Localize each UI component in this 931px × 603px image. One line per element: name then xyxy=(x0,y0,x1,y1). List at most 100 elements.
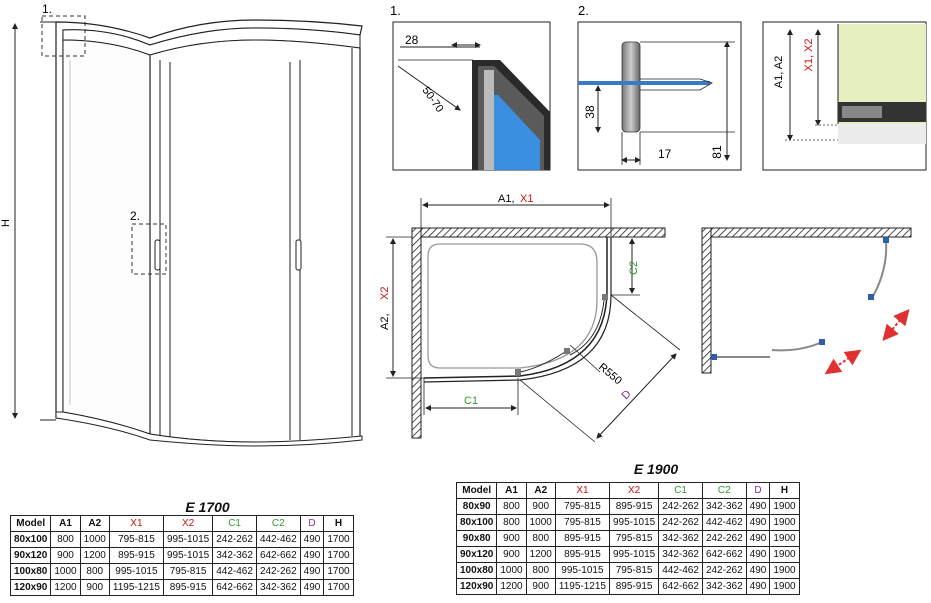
table-cell: 642-662 xyxy=(212,579,257,596)
table-cell: 900 xyxy=(525,498,556,515)
slide-arrow-left xyxy=(824,349,862,375)
table-cell: 342-362 xyxy=(658,530,703,547)
table-cell: 900 xyxy=(525,578,556,595)
dim-28: 28 xyxy=(405,33,419,47)
table-e1700-title: E 1700 xyxy=(185,499,230,515)
a1a2-label: A1, A2 xyxy=(773,56,785,88)
table-cell: 1195-1215 xyxy=(108,579,164,596)
model-cell: 100x80 xyxy=(9,563,52,580)
front-view: H 1. 2. xyxy=(0,2,363,447)
door-handle-left xyxy=(154,239,161,271)
table-cell: 900 xyxy=(50,547,81,564)
d-label: D xyxy=(620,388,634,402)
table-cell: 1000 xyxy=(79,531,110,548)
table-header-cell: A2 xyxy=(525,482,556,499)
detail-1: 1. 28 50-70 xyxy=(390,3,551,171)
table-cell: 795-815 xyxy=(554,498,610,515)
table-cell: 1200 xyxy=(50,579,81,596)
table-cell: 242-262 xyxy=(255,563,301,580)
table-header-cell: D xyxy=(299,515,325,532)
c2-label: C2 xyxy=(628,261,640,275)
table-cell: 490 xyxy=(299,547,325,564)
x2-label: X2 xyxy=(379,287,391,300)
table-cell: 442-462 xyxy=(701,514,747,531)
table-cell: 995-1015 xyxy=(162,531,214,548)
table-cell: 895-915 xyxy=(554,530,610,547)
table-cell: 242-262 xyxy=(701,562,747,579)
x1-label: X1 xyxy=(520,193,533,205)
table-header-cell: C1 xyxy=(212,515,257,532)
table-cell: 795-815 xyxy=(554,514,610,531)
table-cell: 1200 xyxy=(525,546,556,563)
table-cell: 1200 xyxy=(79,547,110,564)
table-cell: 995-1015 xyxy=(162,547,214,564)
glass-panel xyxy=(578,81,710,85)
model-cell: 120x90 xyxy=(455,578,498,595)
table-cell: 442-462 xyxy=(658,562,703,579)
model-cell: 120x90 xyxy=(9,579,52,596)
table-cell: 895-915 xyxy=(162,579,214,596)
table-cell: 995-1015 xyxy=(608,514,660,531)
table-cell: 490 xyxy=(745,498,771,515)
table-cell: 995-1015 xyxy=(108,563,164,580)
table-cell: 1700 xyxy=(323,579,354,596)
table-header-cell: C2 xyxy=(255,515,301,532)
table-header-cell: C1 xyxy=(658,482,703,499)
table-header-cell: Model xyxy=(9,515,52,532)
model-cell: 80x100 xyxy=(9,531,52,548)
table-cell: 900 xyxy=(496,530,527,547)
dim-38: 38 xyxy=(583,105,597,119)
table-header-cell: X2 xyxy=(608,482,660,499)
table-cell: 1700 xyxy=(323,563,354,580)
r550-label: R550 xyxy=(596,361,624,387)
table-cell: 900 xyxy=(79,579,110,596)
slide-arrow-right xyxy=(882,308,910,342)
table-cell: 895-915 xyxy=(608,498,660,515)
h-label: H xyxy=(0,219,12,227)
table-cell: 1900 xyxy=(769,562,800,579)
model-cell: 100x80 xyxy=(455,562,498,579)
model-cell: 80x100 xyxy=(455,514,498,531)
table-header-cell: X1 xyxy=(554,482,610,499)
table-cell: 1700 xyxy=(323,547,354,564)
table-cell: 1700 xyxy=(323,531,354,548)
table-header-cell: A2 xyxy=(79,515,110,532)
table-cell: 242-262 xyxy=(701,530,747,547)
table-cell: 242-262 xyxy=(658,514,703,531)
detail-2: 2. 38 17 81 xyxy=(577,3,742,171)
detail1-title: 1. xyxy=(390,3,401,18)
x1x2-label: X1, X2 xyxy=(803,38,815,71)
table-cell: 490 xyxy=(745,562,771,579)
table-cell: 342-362 xyxy=(701,498,747,515)
table-cell: 242-262 xyxy=(658,498,703,515)
table-cell: 242-262 xyxy=(212,531,257,548)
table-cell: 342-362 xyxy=(212,547,257,564)
table-cell: 490 xyxy=(299,563,325,580)
table-cell: 442-462 xyxy=(255,531,301,548)
table-cell: 1900 xyxy=(769,546,800,563)
table-cell: 490 xyxy=(745,514,771,531)
table-cell: 800 xyxy=(496,498,527,515)
table-cell: 995-1015 xyxy=(608,546,660,563)
table-cell: 795-815 xyxy=(608,530,660,547)
table-cell: 1000 xyxy=(50,563,81,580)
table-cell: 895-915 xyxy=(608,578,660,595)
table-cell: 342-362 xyxy=(658,546,703,563)
plan-view: A1, X1 A2, X2 C2 C1 R550 D xyxy=(379,193,681,443)
table-cell: 1900 xyxy=(769,498,800,515)
detail2-marker: 2. xyxy=(130,209,140,223)
dim-17: 17 xyxy=(658,147,672,161)
table-cell: 1195-1215 xyxy=(554,578,610,595)
table-cell: 1200 xyxy=(496,578,527,595)
c1-label: C1 xyxy=(464,395,478,407)
table-header-cell: H xyxy=(323,515,354,532)
